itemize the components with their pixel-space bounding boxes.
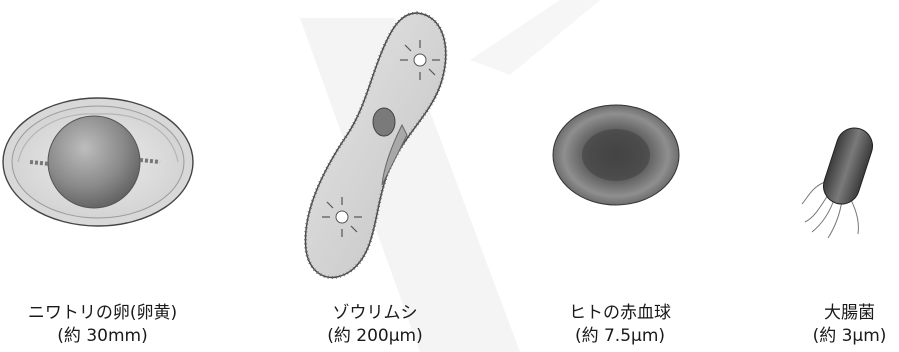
caption-size: (約 7.5μm) (545, 325, 695, 348)
caption-name: ヒトの赤血球 (545, 302, 695, 325)
e-coli-illustration (800, 122, 895, 242)
caption-name: 大腸菌 (800, 302, 899, 325)
caption-name: ゾウリムシ (290, 302, 460, 325)
caption-red-blood-cell: ヒトの赤血球 (約 7.5μm) (545, 302, 695, 348)
caption-size: (約 30mm) (0, 325, 205, 348)
caption-name: ニワトリの卵(卵黄) (0, 302, 205, 325)
caption-paramecium: ゾウリムシ (約 200μm) (290, 302, 460, 348)
caption-e-coli: 大腸菌 (約 3μm) (800, 302, 899, 348)
caption-size: (約 200μm) (290, 325, 460, 348)
caption-size: (約 3μm) (800, 325, 899, 348)
paramecium-illustration (292, 5, 462, 290)
red-blood-cell-illustration (550, 100, 685, 210)
caption-chicken-egg: ニワトリの卵(卵黄) (約 30mm) (0, 302, 205, 348)
chicken-egg-illustration (0, 90, 200, 230)
